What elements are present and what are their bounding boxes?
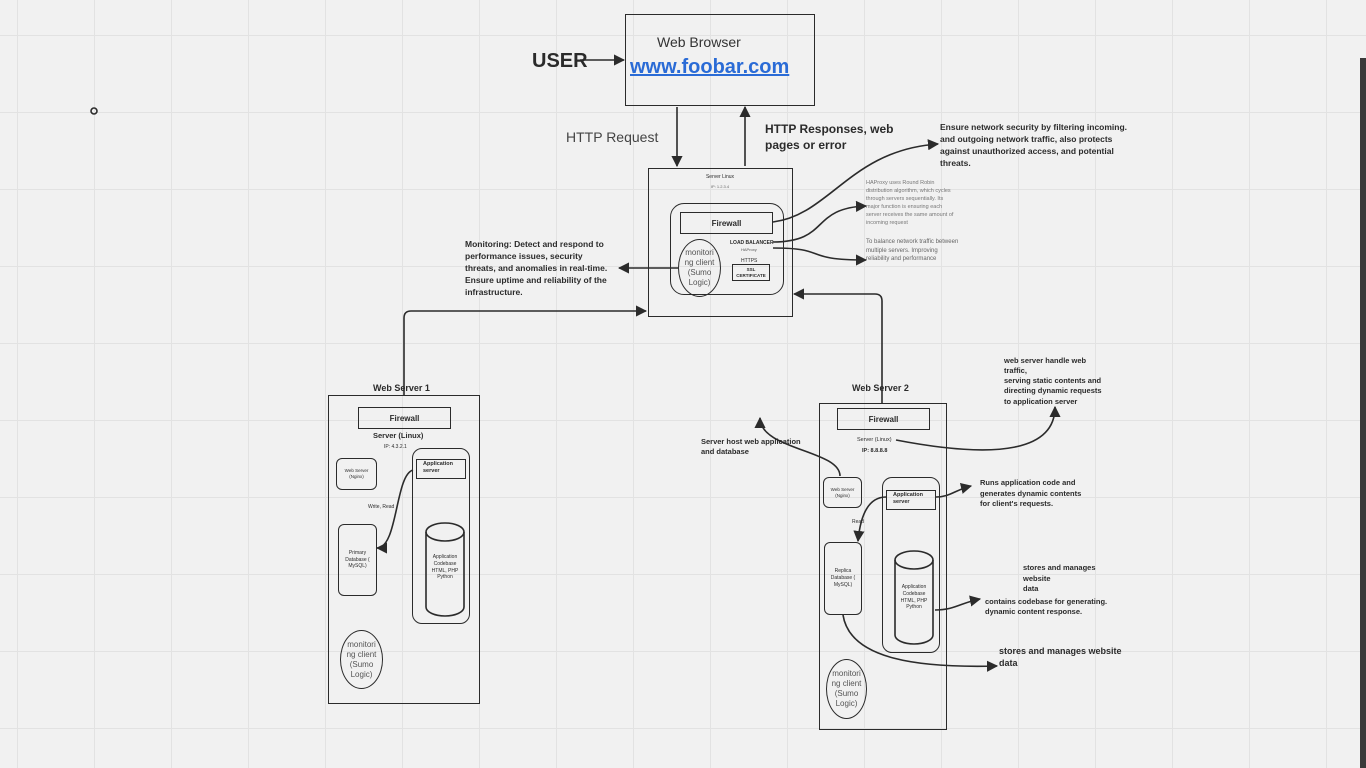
host-note-connector [754,416,841,477]
ws1-app-server[interactable]: Application server [416,459,466,479]
lb-monitoring-client[interactable]: monitori ng client (Sumo Logic) [678,239,721,297]
web-browser-title: Web Browser [657,34,741,50]
monitoring-note: Monitoring: Detect and respond to perfor… [465,239,608,297]
lb-inner-group [670,203,784,295]
ws2-app-group [882,477,940,653]
ws1-primary-db[interactable]: Primary Database ( MySQL) [338,524,377,596]
foobar-link[interactable]: www.foobar.com [630,56,790,78]
ws2-read-label: Read [852,519,864,525]
ssl-certificate[interactable]: SSL CERTIFICATE [732,264,770,281]
ws1-box[interactable]: Firewall Server (Linux) IP: 4.3.2.1 Web … [328,395,480,704]
firewall-note: Ensure network security by filtering inc… [940,122,1128,168]
user-label: USER [532,50,588,72]
https-label: HTTPS [741,258,758,264]
ws2-to-lb-connector [792,288,883,403]
ws1-write-read-label: Write, Read [368,504,395,510]
ws1-codebase-cylinder[interactable] [424,521,466,617]
http-responses-label: HTTP Responses, web pages or error [765,122,894,152]
db-note-connector [842,614,999,672]
ws2-firewall[interactable]: Firewall [837,408,930,430]
ws1-monitoring-client[interactable]: monitori ng client (Sumo Logic) [340,630,383,689]
lb-server-box[interactable]: Server Linux IP: 1.2.3.4 Firewall LOAD B… [648,168,793,317]
ws1-ip: IP: 4.3.2.1 [384,444,407,450]
ws2-box[interactable]: Firewall Server (Linux) IP: 8.8.8.8 Web … [819,403,947,730]
haproxy-note-connector [772,200,868,243]
ws2-ip: IP: 8.8.8.8 [862,448,888,454]
ws1-server-label: Server (Linux) [373,431,424,440]
load-balancer-label: LOAD BALANCER [730,240,774,246]
ws2-nginx[interactable]: Web Server (Nginx) [823,477,862,508]
lb-firewall[interactable]: Firewall [680,212,773,234]
haproxy-note: HAProxy uses Round Robin distribution al… [866,180,954,226]
ws1-app-group [412,448,470,624]
stores-note-big: stores and manages website data [999,646,1122,669]
ws2-app-server[interactable]: Application server [886,490,936,510]
app-note: Runs application code and generates dyna… [980,478,1082,508]
ws1-title: Web Server 1 [373,383,430,393]
ws1-app-to-db-connector [375,469,414,554]
haproxy-label: HAProxy [741,247,757,252]
balance-note-connector [772,247,868,266]
web-server-note: web server handle web traffic, serving s… [1004,356,1102,406]
stores-note-small: stores and manages website data [1023,563,1096,593]
ws1-codebase-label: Application Codebase HTML, PHP Python [431,554,459,581]
ws2-title: Web Server 2 [852,383,909,393]
ws1-firewall[interactable]: Firewall [358,407,451,429]
web-server-note-connector [895,405,1061,451]
ws2-codebase-cylinder[interactable] [893,549,935,645]
ws1-to-lb-connector [403,305,648,395]
ws2-monitoring-client[interactable]: monitori ng client (Sumo Logic) [826,659,867,719]
lb-server-title: Server Linux [705,174,735,180]
canvas-dot [90,107,98,115]
balance-note: To balance network traffic between multi… [866,239,959,263]
ws2-replica-db[interactable]: Replica Database ( MySQL) [824,542,862,615]
ws2-app-to-db-connector [853,496,887,543]
ws2-codebase-label: Application Codebase HTML, PHP Python [900,584,928,611]
http-request-label: HTTP Request [566,129,659,145]
lb-server-ip: IP: 1.2.3.4 [710,184,730,189]
codebase-note: contains codebase for generating. dynami… [985,597,1108,617]
host-note: Server host web application and database [701,437,801,457]
web-browser-box[interactable]: Web Browser www.foobar.com [625,14,815,106]
ws2-server-label: Server (Linux) [857,437,892,443]
ws1-nginx[interactable]: Web Server (Nginx) [336,458,377,490]
vertical-scrollbar[interactable] [1360,58,1366,768]
